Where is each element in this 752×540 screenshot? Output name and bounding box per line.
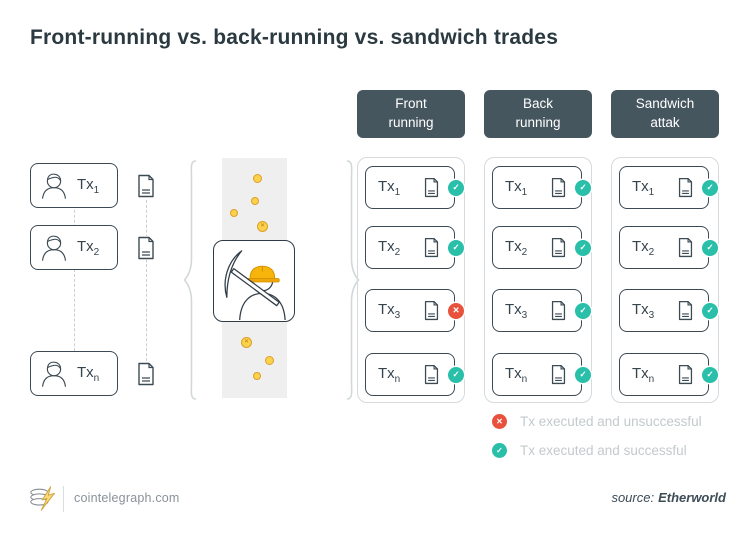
document-icon [550, 177, 567, 198]
tx-label: Tx1 [632, 177, 655, 198]
dashed-connector-users [74, 190, 75, 366]
tx-label: Tx2 [77, 237, 100, 258]
check-icon [492, 443, 507, 458]
document-icon [677, 300, 694, 321]
source-name: Etherworld [658, 490, 726, 505]
coin-icon: × [257, 221, 268, 232]
status-badge [575, 366, 591, 383]
miner-card [213, 240, 295, 322]
result-tx-card: Tx2 [492, 226, 591, 269]
header-back-running: Back running [484, 90, 592, 138]
status-badge [702, 302, 718, 319]
result-tx-card: Txn [619, 353, 718, 396]
coin-icon [253, 372, 261, 380]
result-tx-card: Tx3 [619, 289, 718, 332]
coin-icon [251, 197, 259, 205]
dashed-connector-docs [146, 190, 147, 366]
status-badge [575, 302, 591, 319]
result-column-sandwich-attack: Tx1 Tx2 Tx3 Txn [611, 157, 719, 403]
header-front-running: Front running [357, 90, 465, 138]
document-icon [423, 177, 440, 198]
legend: Tx executed and unsuccessful Tx executed… [492, 407, 702, 465]
result-tx-card: Txn [492, 353, 591, 396]
tx-label: Txn [77, 363, 100, 384]
source-prefix: source: [611, 490, 655, 505]
document-icon [423, 300, 440, 321]
document-icon [136, 174, 156, 198]
status-badge [702, 366, 718, 383]
user-avatar-icon [39, 171, 69, 200]
cointelegraph-logo-icon [28, 484, 62, 514]
status-badge [448, 239, 464, 256]
user-tx-card: Tx2 [30, 225, 118, 270]
result-tx-card: Tx2 [365, 226, 464, 269]
coin-icon [265, 356, 274, 365]
document-icon [677, 177, 694, 198]
source-credit: source:Etherworld [611, 490, 726, 505]
document-icon [136, 236, 156, 260]
status-badge [448, 366, 464, 383]
user-avatar-icon [39, 233, 69, 262]
status-badge [575, 179, 591, 196]
coin-icon [253, 174, 262, 183]
footer-divider [63, 486, 64, 512]
tx-label: Txn [632, 364, 655, 385]
legend-item-unsuccessful: Tx executed and unsuccessful [492, 407, 702, 436]
left-brace [183, 160, 197, 400]
user-avatar-icon [39, 359, 69, 388]
user-tx-card: Tx1 [30, 163, 118, 208]
status-badge [448, 302, 464, 319]
result-tx-card: Txn [365, 353, 464, 396]
tx-label: Tx2 [505, 237, 528, 258]
status-badge [448, 179, 464, 196]
tx-label: Tx1 [505, 177, 528, 198]
document-icon [423, 237, 440, 258]
miner-icon [214, 241, 294, 320]
document-icon [677, 237, 694, 258]
document-icon [550, 364, 567, 385]
coin-icon [230, 209, 238, 217]
tx-label: Tx3 [378, 300, 401, 321]
x-icon [492, 414, 507, 429]
legend-label: Tx executed and unsuccessful [520, 414, 702, 429]
legend-label: Tx executed and successful [520, 443, 687, 458]
tx-label: Tx2 [378, 237, 401, 258]
result-column-back-running: Tx1 Tx2 Tx3 Txn [484, 157, 592, 403]
status-badge [575, 239, 591, 256]
tx-label: Txn [378, 364, 401, 385]
tx-label: Tx3 [632, 300, 655, 321]
document-icon [423, 364, 440, 385]
document-icon [677, 364, 694, 385]
legend-item-successful: Tx executed and successful [492, 436, 702, 465]
result-tx-card: Tx1 [492, 166, 591, 209]
tx-label: Tx1 [77, 175, 100, 196]
tx-label: Tx2 [632, 237, 655, 258]
document-icon [136, 362, 156, 386]
tx-label: Tx1 [378, 177, 401, 198]
document-icon [550, 300, 567, 321]
user-tx-card: Txn [30, 351, 118, 396]
header-sandwich-attack: Sandwich attak [611, 90, 719, 138]
brand-url: cointelegraph.com [74, 491, 180, 505]
result-tx-card: Tx2 [619, 226, 718, 269]
tx-label: Tx3 [505, 300, 528, 321]
coin-icon: × [241, 337, 252, 348]
page-title: Front-running vs. back-running vs. sandw… [30, 26, 559, 49]
result-tx-card: Tx1 [619, 166, 718, 209]
status-badge [702, 239, 718, 256]
right-brace [346, 160, 360, 400]
tx-label: Txn [505, 364, 528, 385]
document-icon [550, 237, 567, 258]
status-badge [702, 179, 718, 196]
result-tx-card: Tx3 [492, 289, 591, 332]
result-tx-card: Tx3 [365, 289, 464, 332]
result-column-front-running: Tx1 Tx2 Tx3 Txn [357, 157, 465, 403]
result-tx-card: Tx1 [365, 166, 464, 209]
